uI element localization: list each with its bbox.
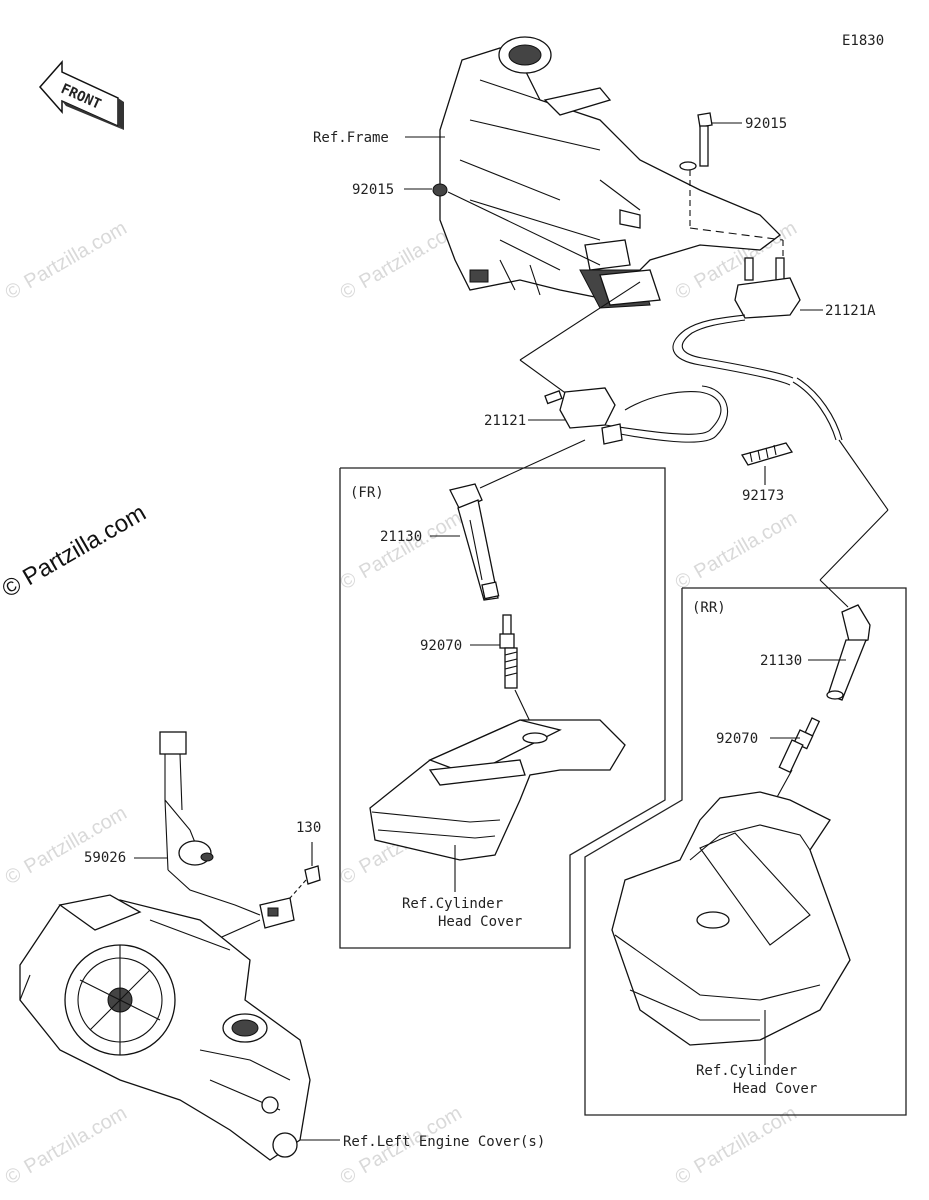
svg-text:Partzilla.com: Partzilla.com [18, 499, 150, 591]
bolt-92015-top [679, 112, 784, 258]
plug-cap-rear [826, 604, 871, 701]
bolt-130 [289, 842, 321, 899]
svg-text:©: © [672, 278, 696, 305]
label-head-cover-rear-2: Head Cover [733, 1081, 817, 1097]
label-92173: 92173 [742, 488, 784, 504]
label-ref-frame: Ref.Frame [313, 130, 389, 146]
watermark: ©Partzilla.com [337, 507, 466, 594]
label-21121: 21121 [484, 413, 526, 429]
pickup-coil-59026 [159, 731, 295, 961]
label-92015-left: 92015 [352, 182, 394, 198]
label-130: 130 [296, 820, 321, 836]
watermark: ©Partzilla.com [672, 507, 801, 594]
label-left-engine-cover: Ref.Left Engine Cover(s) [343, 1134, 545, 1150]
watermark: ©Partzilla.com [2, 217, 131, 304]
left-engine-cover [19, 894, 340, 1161]
nut-92015-left [432, 183, 601, 266]
label-59026: 59026 [84, 850, 126, 866]
watermark: ©Partzilla.com [2, 1102, 131, 1189]
svg-text:©: © [672, 1163, 696, 1190]
svg-text:Partzilla.com: Partzilla.com [691, 507, 801, 583]
label-head-cover-front-1: Ref.Cylinder [402, 896, 503, 912]
label-21121A: 21121A [825, 303, 876, 319]
front-arrow-icon: FRONT [39, 60, 124, 130]
svg-text:©: © [2, 863, 26, 890]
ignition-coil-front [479, 281, 729, 489]
label-head-cover-front-2: Head Cover [438, 914, 522, 930]
clamp-92173 [741, 442, 794, 485]
svg-text:Partzilla.com: Partzilla.com [21, 217, 131, 293]
svg-text:Partzilla.com: Partzilla.com [21, 802, 131, 878]
frame-drawing [439, 36, 781, 309]
label-rr: (RR) [692, 600, 726, 616]
ignition-coil-rear [672, 257, 889, 511]
label-head-cover-rear-1: Ref.Cylinder [696, 1063, 797, 1079]
label-92070-front: 92070 [420, 638, 462, 654]
svg-text:©: © [2, 278, 26, 305]
svg-text:©: © [672, 568, 696, 595]
svg-text:©: © [2, 1163, 26, 1190]
svg-text:Partzilla.com: Partzilla.com [21, 1102, 131, 1178]
label-21130-front: 21130 [380, 529, 422, 545]
diagram-code: E1830 [842, 33, 884, 49]
svg-text:Partzilla.com: Partzilla.com [691, 1102, 801, 1178]
cylinder-head-cover-rear [611, 791, 851, 1065]
svg-text:©: © [337, 278, 361, 305]
cylinder-head-cover-front [369, 719, 626, 892]
watermark-dark: ©Partzilla.com [0, 499, 151, 603]
watermark: ©Partzilla.com [2, 802, 131, 889]
rear-cylinder-group: (RR) 21130 92070 Ref.Cylinder Head [584, 509, 907, 1116]
svg-text:©: © [337, 1163, 361, 1190]
svg-text:Partzilla.com: Partzilla.com [356, 507, 466, 583]
label-92015-top: 92015 [745, 116, 787, 132]
label-fr: (FR) [350, 485, 384, 501]
label-21130-rear: 21130 [760, 653, 802, 669]
spark-plug-front [499, 614, 536, 733]
front-cylinder-group: (FR) 21130 92070 Ref.Cyli [339, 467, 666, 949]
plug-cap-front [449, 483, 500, 601]
label-92070-rear: 92070 [716, 731, 758, 747]
